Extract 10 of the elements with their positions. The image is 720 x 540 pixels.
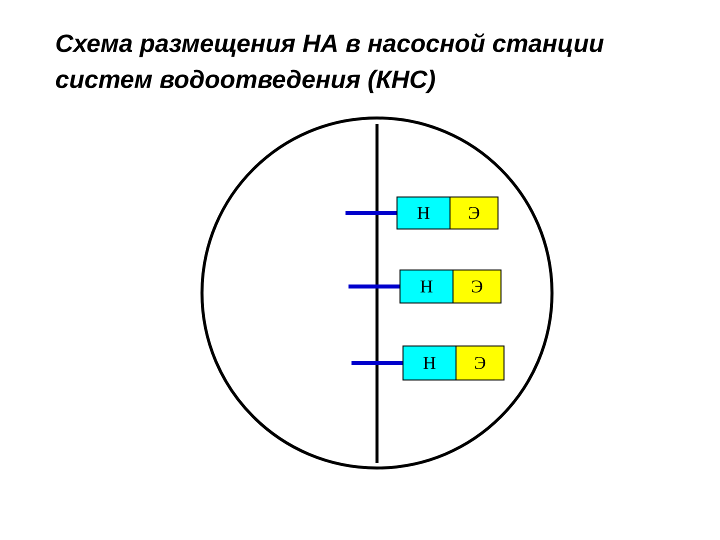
pipe-line bbox=[346, 211, 396, 215]
motor-box: Э bbox=[452, 270, 502, 304]
motor-box: Э bbox=[450, 196, 498, 230]
pipe-line bbox=[348, 284, 400, 288]
pump-box: Н bbox=[402, 346, 456, 380]
pipe-line bbox=[352, 361, 402, 365]
pump-box: Н bbox=[400, 270, 454, 304]
motor-box: Э bbox=[456, 346, 504, 380]
pump-box: Н bbox=[396, 196, 450, 230]
title: Схема размещения НА в насосной станции систем водоотведения (КНС) bbox=[56, 33, 604, 94]
